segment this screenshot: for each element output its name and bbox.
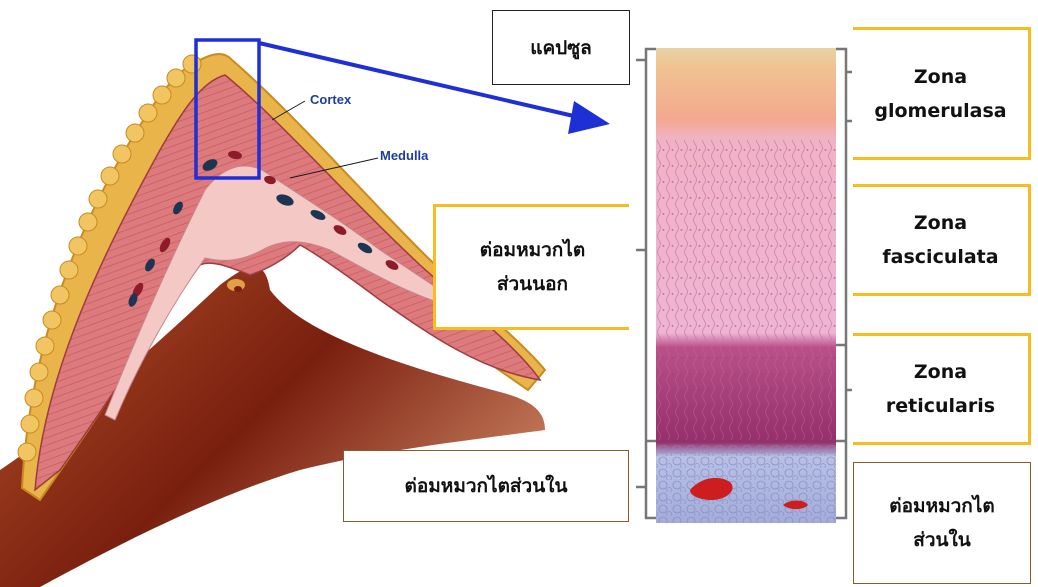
adrenal-medulla-left-label: ต่อมหมวกไตส่วนใน: [405, 469, 568, 503]
zona-fasciculata-label-line2: fasciculata: [882, 240, 998, 274]
zona-glomerulosa-label-box: Zona glomerulasa: [853, 27, 1031, 160]
adrenal-medulla-left-label-box: ต่อมหมวกไตส่วนใน: [343, 450, 629, 522]
adrenal-medulla-right-label-line2: ส่วนใน: [913, 523, 971, 557]
left-bracket: [636, 49, 656, 518]
adrenal-cortex-label-box: ต่อมหมวกไต ส่วนนอก: [433, 204, 629, 330]
zona-fasciculata-label-line1: Zona: [914, 206, 967, 240]
capsule-label-box: แคปซูล: [492, 10, 630, 85]
medulla-label: Medulla: [380, 148, 428, 163]
zona-glomerulosa-label-line1: Zona: [914, 60, 967, 94]
zona-reticularis-label-box: Zona reticularis: [853, 333, 1031, 445]
zona-glomerulosa-label-line2: glomerulasa: [874, 94, 1006, 128]
adrenal-medulla-right-label-box: ต่อมหมวกไต ส่วนใน: [853, 462, 1031, 584]
zona-reticularis-label-line1: Zona: [914, 355, 967, 389]
capsule-label: แคปซูล: [530, 31, 592, 65]
right-bracket: [836, 49, 852, 518]
cortex-label: Cortex: [310, 92, 351, 107]
zoom-arrow-head: [568, 101, 610, 134]
zona-reticularis-label-line2: reticularis: [886, 389, 995, 423]
adrenal-medulla-right-label-line1: ต่อมหมวกไต: [889, 489, 994, 523]
adrenal-cortex-label-line1: ต่อมหมวกไต: [480, 233, 585, 267]
adrenal-cortex-label-line2: ส่วนนอก: [497, 267, 568, 301]
zona-fasciculata-label-box: Zona fasciculata: [853, 184, 1031, 296]
